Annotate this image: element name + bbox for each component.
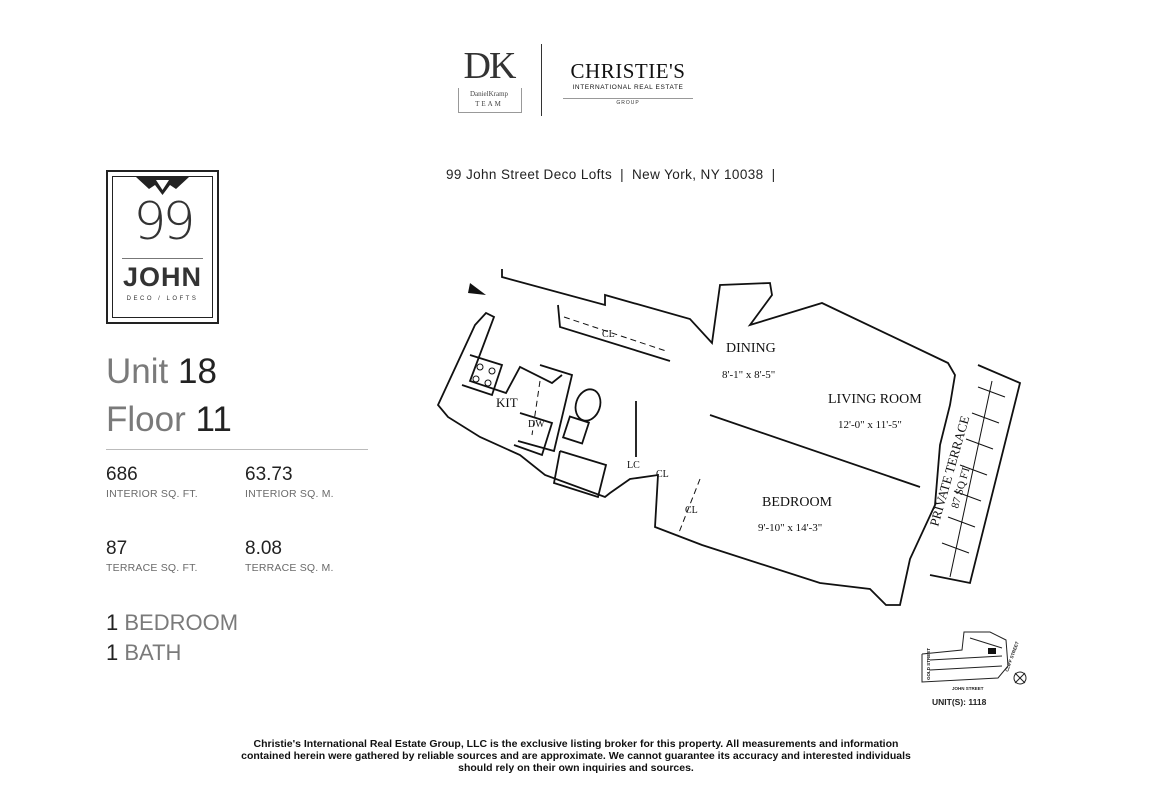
gold-street-label: GOLD STREET bbox=[926, 648, 931, 680]
dishwasher-box bbox=[513, 412, 554, 457]
stove-burner bbox=[484, 379, 492, 387]
bathtub bbox=[552, 450, 608, 499]
terrace-outline bbox=[929, 364, 1022, 585]
kitchen-label: KIT bbox=[496, 395, 518, 410]
terrace-grid-line bbox=[959, 464, 988, 476]
site-grid-line bbox=[969, 637, 1003, 649]
bedroom-label: BEDROOM bbox=[762, 495, 833, 510]
dishwasher-label: DW bbox=[528, 419, 545, 430]
closet-rod bbox=[563, 316, 667, 352]
bed-count: 1 bbox=[106, 610, 119, 635]
site-grid-line bbox=[929, 665, 1003, 671]
terrace-grid-line bbox=[971, 412, 1000, 424]
bedroom-wall bbox=[709, 414, 921, 488]
site-key-plan: GOLD STREET JOHN STREET CLIFF STREET bbox=[921, 631, 1027, 691]
logo-divider bbox=[541, 44, 542, 116]
address-line: 99 John Street Deco Lofts | New York, NY 1… bbox=[446, 167, 783, 182]
bath-count-value: 1 bbox=[106, 640, 119, 665]
unit-label: Unit bbox=[106, 352, 169, 391]
stat-terrace-sqm: 8.08 TERRACE SQ. M. bbox=[245, 538, 334, 574]
bath-count: 1 BATH bbox=[106, 640, 181, 666]
dk-logo-name: DanielKramp bbox=[469, 90, 509, 98]
building-number: 99 bbox=[133, 192, 195, 252]
kitchen-counter bbox=[461, 354, 504, 397]
dining-dimensions: 8'-1" x 8'-5" bbox=[722, 369, 775, 381]
dk-team-logo: DK DanielKramp TEAM bbox=[452, 44, 530, 116]
stat-value: 686 bbox=[106, 464, 138, 485]
address-separator-end: | bbox=[771, 167, 776, 182]
living-room-label: LIVING ROOM bbox=[828, 392, 922, 407]
terrace-grid-line bbox=[977, 386, 1006, 398]
christies-logo: CHRISTIE'S INTERNATIONAL REAL ESTATE GRO… bbox=[554, 60, 702, 109]
christies-group: GROUP bbox=[563, 98, 693, 106]
city-zip: New York, NY 10038 bbox=[632, 167, 764, 182]
stat-value: 63.73 bbox=[245, 464, 293, 485]
compass-needle bbox=[1014, 672, 1026, 684]
building-logo: 99 JOHN DECO / LOFTS bbox=[106, 170, 219, 324]
closet-label-hall: CL bbox=[656, 469, 669, 480]
legal-disclaimer: Christie's International Real Estate Gro… bbox=[241, 738, 911, 774]
address-separator: | bbox=[620, 167, 625, 182]
closet-label: CL bbox=[602, 329, 615, 340]
closet-label-bedroom: CL bbox=[685, 505, 698, 516]
dk-logo-frame bbox=[458, 88, 522, 113]
unit-marker bbox=[988, 648, 996, 654]
north-arrow-icon bbox=[468, 283, 486, 295]
stat-terrace-sqft: 87 TERRACE SQ. FT. bbox=[106, 538, 198, 574]
stat-value: 87 bbox=[106, 538, 128, 559]
compass-icon bbox=[1013, 671, 1027, 685]
building-name: 99 John Street Deco Lofts bbox=[446, 167, 613, 182]
floor-heading: Floor 11 bbox=[106, 400, 232, 440]
linen-closet-label: LC bbox=[627, 460, 640, 471]
building-logo-rule bbox=[122, 258, 203, 259]
stat-interior-sqm: 63.73 INTERIOR SQ. M. bbox=[245, 464, 334, 500]
info-divider bbox=[106, 449, 368, 450]
terrace-grid-line bbox=[941, 542, 970, 554]
bath-label: BATH bbox=[124, 640, 182, 665]
stat-interior-sqft: 686 INTERIOR SQ. FT. bbox=[106, 464, 198, 500]
dk-logo-letters: DK bbox=[463, 45, 517, 87]
building-logo-frame bbox=[112, 176, 213, 318]
dining-label: DINING bbox=[726, 341, 776, 356]
deco-fan-icon bbox=[136, 177, 189, 195]
stat-label: INTERIOR SQ. M. bbox=[245, 488, 334, 500]
kitchen-island bbox=[517, 364, 574, 453]
sink bbox=[561, 415, 591, 445]
christies-subtitle: INTERNATIONAL REAL ESTATE bbox=[572, 84, 684, 91]
outer-wall bbox=[436, 269, 956, 606]
unit-heading: Unit 18 bbox=[106, 352, 217, 392]
floor-value: 11 bbox=[195, 400, 232, 439]
stat-label: TERRACE SQ. M. bbox=[245, 562, 334, 574]
floor-label: Floor bbox=[106, 400, 186, 439]
christies-brand: CHRISTIE'S bbox=[570, 59, 686, 83]
dk-logo-team: TEAM bbox=[475, 100, 503, 108]
stat-value: 8.08 bbox=[245, 538, 282, 559]
site-unit-reference: UNIT(S): 1118 bbox=[932, 697, 987, 707]
kitchen-counter-line bbox=[531, 380, 541, 436]
stat-label: TERRACE SQ. FT. bbox=[106, 562, 198, 574]
unit-value: 18 bbox=[177, 352, 217, 391]
john-street-label: JOHN STREET bbox=[952, 686, 984, 691]
site-grid-line bbox=[929, 655, 1003, 661]
closet-rod bbox=[677, 478, 701, 536]
terrace-grid-line bbox=[949, 380, 993, 578]
floor-plan: DINING 8'-1" x 8'-5" LIVING ROOM 12'-0" … bbox=[436, 269, 1022, 606]
stat-label: INTERIOR SQ. FT. bbox=[106, 488, 198, 500]
building-name-logo: JOHN bbox=[122, 262, 202, 292]
stove-burner bbox=[476, 363, 484, 371]
bed-label: BEDROOM bbox=[124, 610, 239, 635]
building-footprint bbox=[921, 631, 1009, 683]
stove-burner bbox=[472, 375, 480, 383]
stove-burner bbox=[488, 367, 496, 375]
bedroom-count: 1 BEDROOM bbox=[106, 610, 238, 636]
building-tagline: DECO / LOFTS bbox=[126, 296, 199, 302]
closet-wall bbox=[557, 304, 671, 362]
terrace-grid-line bbox=[965, 438, 994, 450]
bedroom-dimensions: 9'-10" x 14'-3" bbox=[758, 522, 822, 534]
living-room-dimensions: 12'-0" x 11'-5" bbox=[838, 419, 902, 431]
